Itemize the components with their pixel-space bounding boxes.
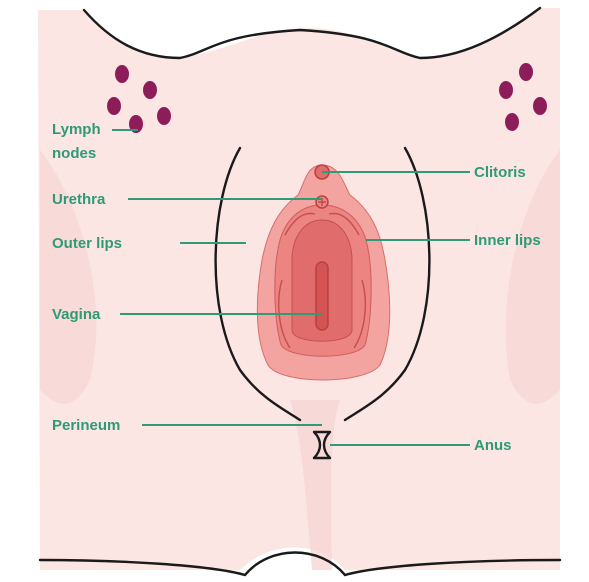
vaginal-opening xyxy=(316,262,328,330)
lymph-node-left-1 xyxy=(115,65,129,83)
label-inner-lips: Inner lips xyxy=(474,232,541,249)
label-lymph-nodes-line1: Lymph xyxy=(52,121,101,138)
lymph-node-right-1 xyxy=(519,63,533,81)
lymph-node-left-4 xyxy=(157,107,171,125)
label-outer-lips: Outer lips xyxy=(52,235,122,252)
label-vagina: Vagina xyxy=(52,306,101,323)
lymph-node-right-3 xyxy=(533,97,547,115)
lymph-node-left-2 xyxy=(143,81,157,99)
lymph-node-right-4 xyxy=(505,113,519,131)
label-anus: Anus xyxy=(474,437,512,454)
lymph-node-right-2 xyxy=(499,81,513,99)
label-urethra: Urethra xyxy=(52,191,106,208)
label-lymph-nodes-line2: nodes xyxy=(52,145,96,162)
label-clitoris: Clitoris xyxy=(474,164,526,181)
lymph-node-left-3 xyxy=(107,97,121,115)
label-perineum: Perineum xyxy=(52,417,120,434)
